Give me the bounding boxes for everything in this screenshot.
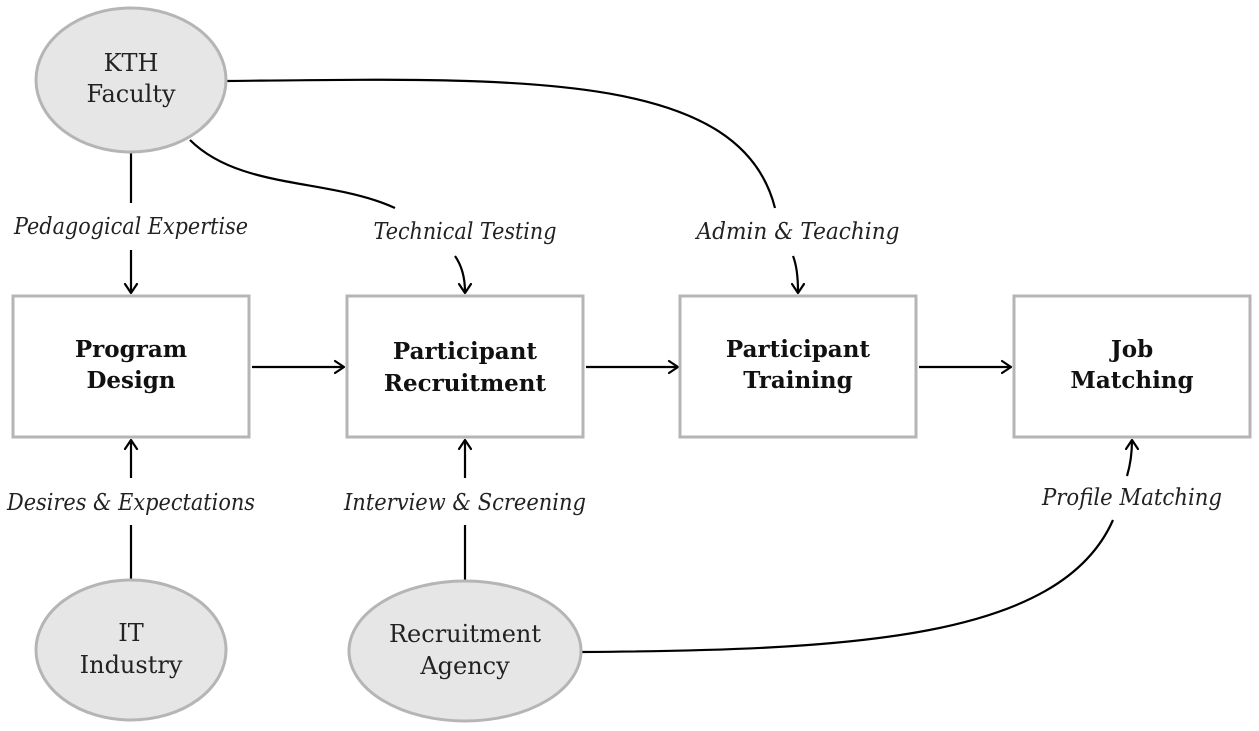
edge-kth-to-admin-teaching — [226, 78, 777, 209]
arrowhead-to-design-bottom — [123, 438, 139, 451]
actor-it-industry: IT Industry — [34, 578, 228, 722]
edge-admin-teaching-to-training — [791, 255, 800, 293]
flow-label-admin-teaching: Admin & Teaching — [695, 219, 900, 245]
flow-label-technical-testing: Technical Testing — [374, 219, 557, 245]
arrowhead-kth-to-design — [123, 282, 139, 295]
actor-kth-faculty: KTH Faculty — [34, 6, 228, 154]
stage-participant-training-line1: Participant — [726, 336, 871, 363]
flow-label-interview-screening: Interview & Screening — [343, 490, 586, 516]
stage-program-design-line2: Design — [86, 367, 175, 394]
actor-kth-faculty-line2: Faculty — [86, 80, 176, 108]
actor-recruitment-agency-line2: Agency — [419, 652, 510, 680]
arrowhead-design-to-recruitment — [333, 359, 346, 375]
actor-it-industry-line2: Industry — [80, 651, 183, 679]
arrowhead-training-to-matching — [1000, 359, 1013, 375]
stage-participant-training-line2: Training — [743, 367, 852, 394]
actor-it-industry-shape — [34, 578, 228, 722]
actor-recruitment-agency-shape — [347, 579, 583, 723]
actor-recruitment-agency-line1: Recruitment — [389, 620, 541, 648]
stage-participant-recruitment: Participant Recruitment — [345, 294, 585, 439]
edge-kth-to-technical-testing — [189, 139, 396, 209]
arrowhead-to-recruitment-bottom — [457, 438, 473, 451]
flow-label-desires-expectations: Desires & Expectations — [6, 490, 255, 516]
actor-kth-faculty-line1: KTH — [104, 49, 159, 77]
arrowhead-to-job-matching-bottom — [1124, 438, 1140, 451]
stage-program-design: Program Design — [11, 294, 251, 439]
stage-participant-recruitment-line2: Recruitment — [384, 370, 547, 397]
stage-participant-training-box — [678, 294, 918, 439]
stage-participant-training: Participant Training — [678, 294, 918, 439]
arrowhead-recruitment-to-training — [667, 359, 680, 375]
stage-participant-recruitment-line1: Participant — [393, 338, 538, 365]
stage-program-design-box — [11, 294, 251, 439]
stage-job-matching-line1: Job — [1109, 336, 1153, 363]
edge-agency-to-profile-matching — [581, 519, 1115, 654]
edge-profile-matching-to-job-matching — [1125, 439, 1134, 477]
arrowhead-to-recruitment-top — [457, 282, 473, 295]
stage-program-design-line1: Program — [75, 336, 187, 363]
stage-job-matching: Job Matching — [1012, 294, 1252, 439]
flow-label-profile-matching: Profile Matching — [1041, 485, 1222, 511]
edge-technical-testing-to-recruitment — [454, 255, 467, 293]
flow-label-pedagogical-expertise: Pedagogical Expertise — [13, 214, 248, 240]
stage-job-matching-box — [1012, 294, 1252, 439]
stage-job-matching-line2: Matching — [1070, 367, 1193, 394]
actor-kth-faculty-shape — [34, 6, 228, 154]
actor-it-industry-line1: IT — [118, 619, 144, 647]
stage-participant-recruitment-box — [345, 294, 585, 439]
arrowhead-to-training-top — [790, 282, 806, 295]
actor-recruitment-agency: Recruitment Agency — [347, 579, 583, 723]
